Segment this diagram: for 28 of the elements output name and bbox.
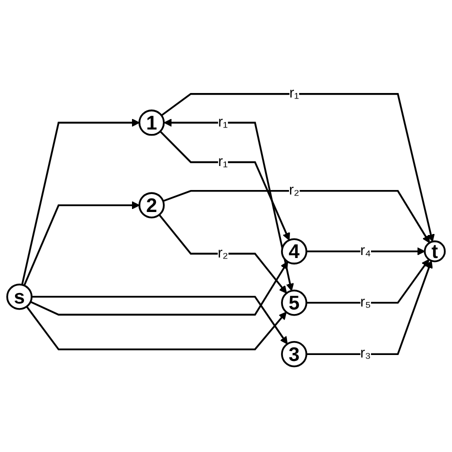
node-circle: 3 — [281, 340, 308, 368]
edge-label: r₁ — [218, 154, 228, 170]
node-circle: 2 — [138, 192, 165, 218]
node-circle: 5 — [281, 290, 308, 316]
arrow — [21, 118, 140, 285]
arrow — [306, 247, 426, 256]
arrow — [306, 259, 430, 304]
arrow — [164, 118, 294, 292]
node-circle: t — [424, 240, 446, 262]
arrow — [26, 306, 287, 350]
edge-label: r₂ — [218, 246, 228, 261]
edge-label: r₁ — [289, 86, 299, 102]
arrow — [32, 296, 288, 344]
arrow — [23, 201, 140, 286]
arrow — [30, 261, 288, 316]
arrow — [160, 93, 435, 242]
arrow — [306, 260, 433, 355]
edge-label: r₁ — [218, 114, 228, 130]
node-circle: 1 — [138, 110, 165, 136]
edge-label: r₃ — [360, 346, 371, 362]
node-circle: s — [6, 284, 33, 310]
arrow — [160, 130, 290, 240]
node-circle: 4 — [281, 238, 308, 264]
edge-label: r₂ — [288, 182, 300, 198]
arrow — [158, 214, 287, 294]
arrow — [162, 190, 430, 244]
edge-label: r₅ — [360, 294, 371, 310]
edge-label: r₄ — [360, 243, 371, 258]
